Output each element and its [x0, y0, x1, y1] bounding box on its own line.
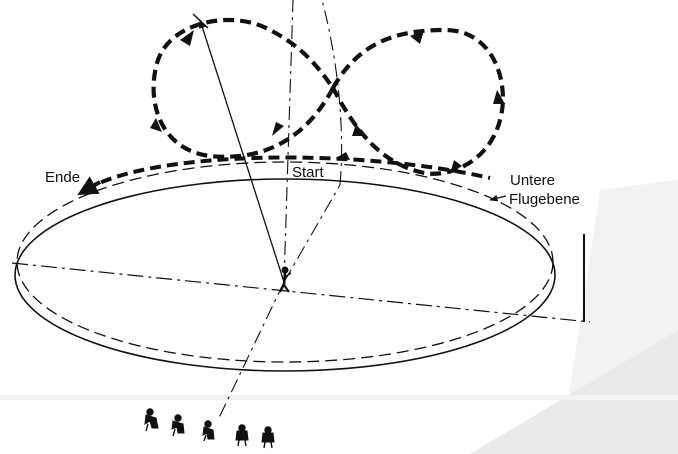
arrow-left-lower	[150, 118, 162, 132]
figure-eight-left-loop	[151, 17, 336, 159]
spectator-1	[144, 408, 159, 432]
spectator-5	[261, 426, 275, 449]
axis-to-spectators	[217, 281, 285, 421]
end-arrow	[77, 176, 101, 195]
flight-plane-dashed-ellipse	[16, 161, 554, 363]
axis-upper-curve	[321, 0, 343, 186]
watermark	[0, 180, 678, 454]
arrow-right-side	[493, 90, 505, 104]
cross-mark	[192, 13, 209, 29]
spectator-4	[235, 424, 249, 447]
horizontal-axis	[11, 262, 591, 323]
line-pilot-to-loop	[199, 19, 285, 283]
arrow-start	[336, 152, 350, 160]
figure-eight-right-loop	[330, 27, 505, 176]
spectator-3	[202, 420, 215, 442]
flight-plane-solid-ellipse	[14, 178, 556, 372]
spectators	[144, 408, 275, 449]
label-lower-plane-line1: Untere	[510, 172, 555, 189]
label-end: Ende	[45, 169, 80, 186]
arrow-crossing	[352, 124, 366, 136]
axis-to-loop-crossing	[283, 184, 341, 283]
pilot-figure	[279, 266, 292, 293]
entry-exit-arc	[84, 155, 491, 192]
spectator-2	[171, 414, 185, 437]
arrow-right-top	[410, 30, 424, 44]
label-start: Start	[292, 164, 325, 181]
arrow-top-left	[180, 30, 194, 46]
label-lower-plane-line2: Flugebene	[509, 191, 580, 208]
arrow-mid-left	[272, 122, 284, 136]
direction-arrows	[150, 30, 505, 174]
lower-plane-leader	[489, 194, 507, 202]
arrow-right-lower	[450, 160, 462, 174]
